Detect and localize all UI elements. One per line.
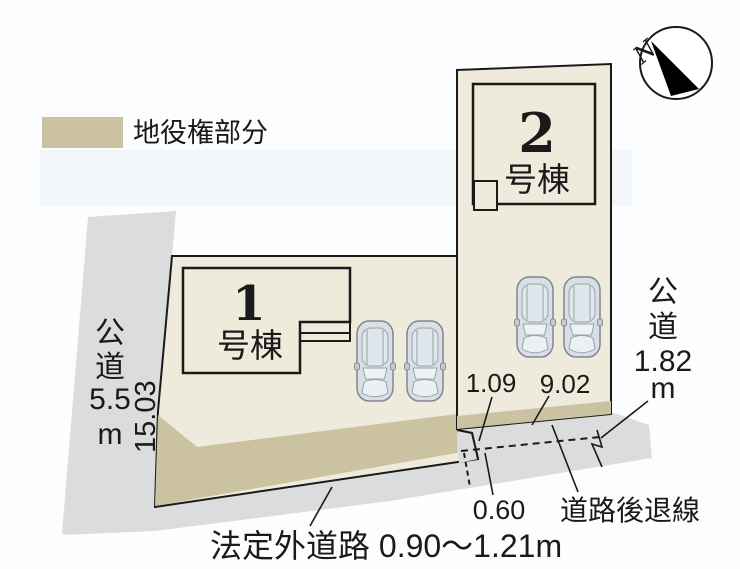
car-icon bbox=[513, 276, 557, 358]
dim-060-label: 0.60 bbox=[473, 495, 526, 525]
compass: N bbox=[627, 26, 713, 100]
west-road-label: 公 道 5.5 m bbox=[89, 317, 131, 451]
east-road-line2: 道 bbox=[648, 311, 678, 344]
bottom-road-label: 法定外道路 0.90〜1.21m bbox=[210, 528, 562, 564]
parcel2-easement-area bbox=[457, 401, 611, 429]
building1-suffix: 号棟 bbox=[217, 326, 283, 365]
bottom-road-pointer bbox=[309, 486, 333, 527]
compass-needle-icon bbox=[651, 41, 699, 96]
car-icon bbox=[403, 320, 447, 402]
east-road-label: 公 道 1.82 m bbox=[634, 276, 692, 405]
west-road-shape bbox=[62, 211, 176, 534]
parcel1-easement-area bbox=[155, 414, 462, 506]
building1-number: 1 bbox=[232, 276, 265, 332]
dim-109-pointer bbox=[478, 396, 493, 442]
legend-label: 地役権部分 bbox=[133, 118, 268, 148]
compass-circle bbox=[639, 26, 713, 100]
legend-swatch bbox=[42, 117, 123, 148]
building2-suffix: 号棟 bbox=[504, 160, 570, 199]
building1-porch bbox=[299, 321, 351, 342]
setback-label-pointer bbox=[551, 424, 579, 493]
east-road-line4: m bbox=[651, 372, 676, 405]
east-road-pointer bbox=[600, 400, 649, 439]
west-road-line4: m bbox=[98, 418, 123, 451]
west-road-line2: 道 bbox=[95, 351, 125, 384]
west-road-line3: 5.5 bbox=[89, 383, 131, 416]
west-boundary-dim: 15.03 bbox=[130, 380, 162, 453]
setback-arrow bbox=[590, 429, 604, 468]
west-road-line1: 公 bbox=[95, 317, 125, 350]
car-icon bbox=[560, 276, 604, 358]
east-road-line3: 1.82 bbox=[634, 345, 692, 378]
dim-109-label: 1.09 bbox=[466, 368, 517, 398]
car-icon bbox=[353, 320, 397, 402]
building2-porch bbox=[473, 180, 498, 211]
east-road-line1: 公 bbox=[648, 276, 678, 309]
dim-902-label: 9.02 bbox=[540, 369, 591, 399]
building2-number: 2 bbox=[518, 101, 556, 165]
setback-dashed-line-short bbox=[463, 452, 471, 488]
dim-902-pointer bbox=[531, 395, 550, 426]
setback-line-label: 道路後退線 bbox=[560, 495, 700, 526]
dim-060-pointer bbox=[484, 452, 494, 496]
